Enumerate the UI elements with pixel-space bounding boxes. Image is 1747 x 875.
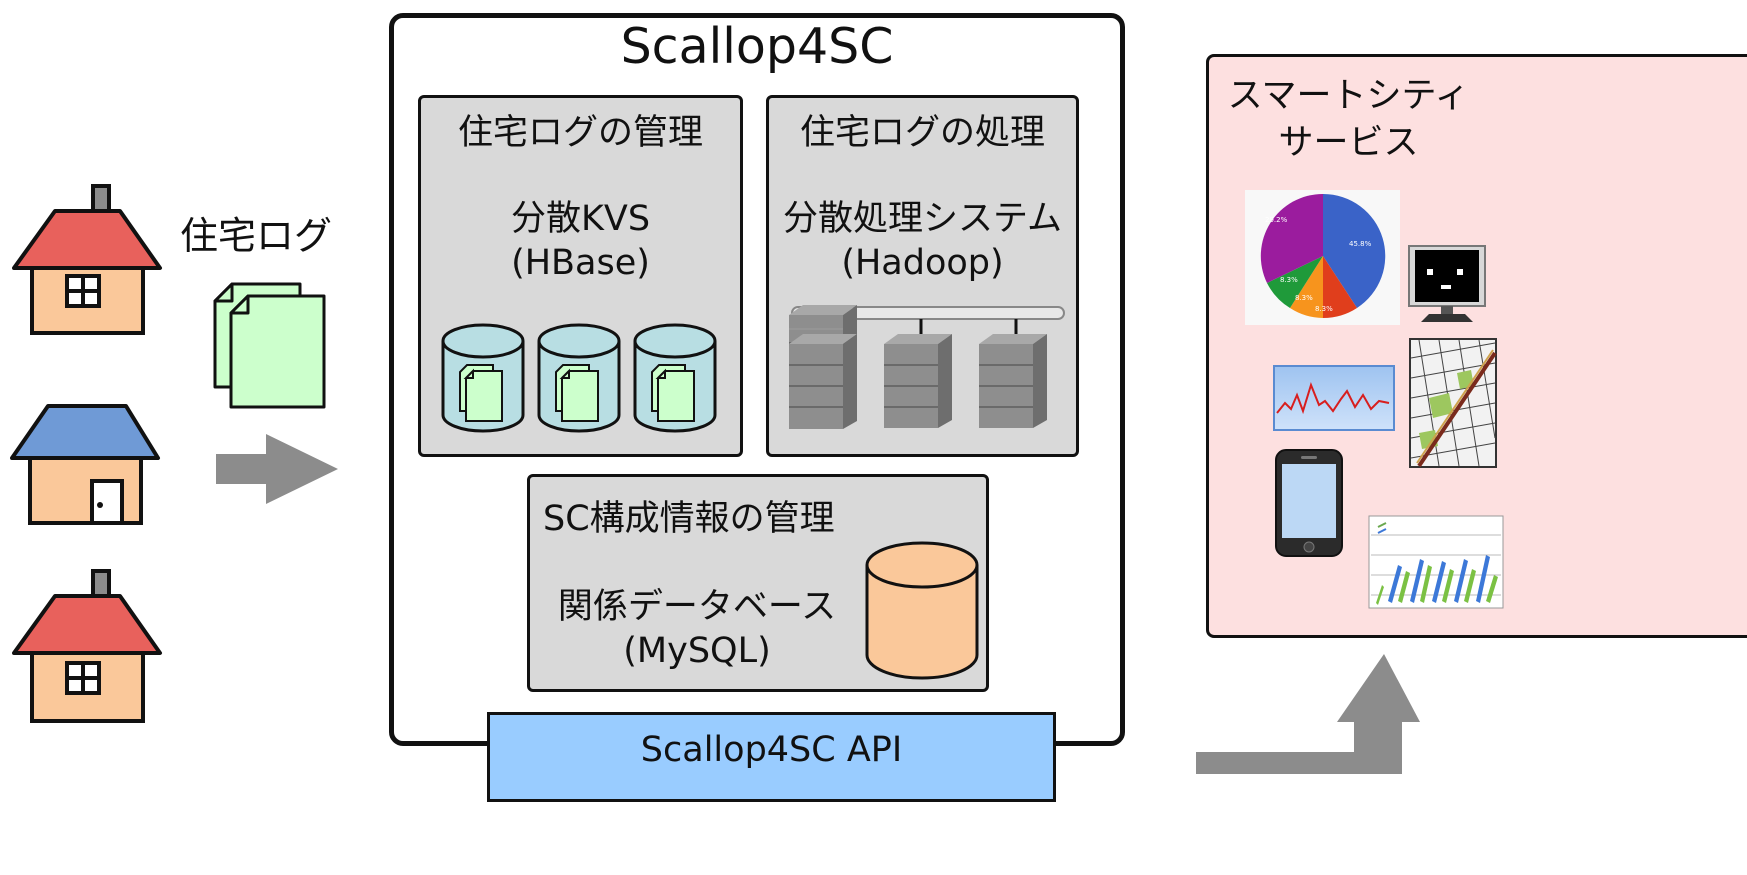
- server-2-icon: [884, 334, 952, 428]
- house-red-top: [12, 184, 162, 335]
- pie-label-5: 8.3%: [1315, 305, 1333, 313]
- kvs-label: 分散KVS: [510, 199, 651, 239]
- rdb-label: 関係データベース: [557, 587, 837, 627]
- arrow-up-bent-icon: [1196, 654, 1420, 774]
- hadoop-name: (Hadoop): [841, 243, 1004, 283]
- pie-chart-icon: 29.2% 45.8% 8.3% 8.3% 8.3%: [1245, 190, 1400, 325]
- housing-log-label: 住宅ログ: [180, 214, 333, 258]
- service-title-line2: サービス: [1278, 123, 1419, 164]
- rdb-name: (MySQL): [623, 631, 771, 671]
- house-red-bottom: [12, 569, 162, 723]
- pie-label-1: 29.2%: [1265, 216, 1288, 224]
- pie-label-3: 8.3%: [1280, 276, 1298, 284]
- panel-log-processing-title: 住宅ログの処理: [799, 113, 1045, 153]
- arrow-right-icon: [216, 434, 338, 504]
- kvs-name: (HBase): [511, 243, 650, 283]
- server-3-icon: [979, 334, 1047, 428]
- service-title-line1: スマートシティ: [1227, 76, 1470, 116]
- pie-label-2: 45.8%: [1349, 240, 1372, 248]
- database-cylinder-icon: [865, 541, 979, 680]
- house-blue-middle: [10, 404, 160, 525]
- bar-chart-icon: [1368, 515, 1504, 609]
- documents-icon: [213, 282, 326, 409]
- map-icon: [1409, 338, 1497, 468]
- smartphone-icon: [1275, 449, 1343, 557]
- storage-cylinders-icon: [441, 323, 717, 433]
- service-title: スマートシティ サービス: [1206, 73, 1491, 168]
- line-graph-icon: [1273, 365, 1395, 431]
- api-label: Scallop4SC API: [640, 730, 903, 770]
- hadoop-label: 分散処理システム: [783, 199, 1062, 239]
- pie-label-4: 8.3%: [1295, 294, 1313, 302]
- api-bar: [487, 712, 1056, 802]
- panel-sc-config-title: SC構成情報の管理: [543, 499, 835, 539]
- server-cluster-icon: [788, 304, 1065, 430]
- panel-log-management-title: 住宅ログの管理: [457, 113, 703, 153]
- server-1-icon: [789, 334, 857, 428]
- monitor-icon: [1408, 245, 1486, 322]
- system-title: Scallop4SC: [620, 18, 894, 75]
